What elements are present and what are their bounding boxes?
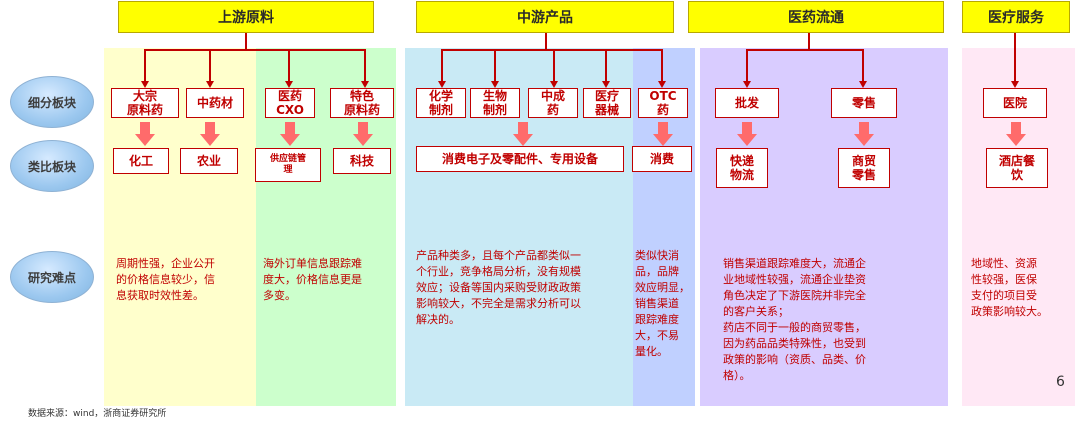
note-medical: 地域性、资源 性较强，医保 支付的项目受 政策影响较大。	[971, 257, 1048, 318]
arrowhead-up-2	[206, 81, 214, 88]
down-arrow-specialty-api	[353, 122, 373, 146]
note-distribution: 销售渠道跟踪难度大，流通企 业地域性较强，流通企业垫资 角色决定了下游医院并非完…	[723, 257, 866, 382]
connector-up-3	[288, 49, 290, 81]
connector-up-1	[144, 49, 146, 81]
segment-tcm-drugs: 中成 药	[528, 88, 578, 118]
analogy-express: 快递 物流	[716, 148, 768, 188]
arrowhead-mid-4	[602, 81, 610, 88]
arrowhead-mid-5	[658, 81, 666, 88]
data-source: 数据来源：wind，浙商证券研究所	[28, 409, 167, 419]
segment-otc: OTC 药	[638, 88, 688, 118]
connector-dist-2	[862, 49, 864, 81]
arrowhead-dist-2	[859, 81, 867, 88]
analogy-consumer: 消费	[632, 146, 692, 172]
connector-mid-2	[494, 49, 496, 81]
note-upstream-overseas: 海外订单信息跟踪难 度大，价格信息更是 多变。	[263, 257, 362, 302]
connector-dist-1	[746, 49, 748, 81]
connector-up-2	[209, 49, 211, 81]
header-distribution: 医药流通	[688, 1, 944, 33]
note-upstream-cycle: 周期性强，企业公开 的价格信息较少，信 息获取时效性差。	[116, 257, 215, 302]
analogy-chemical: 化工	[113, 148, 169, 174]
note-midstream-products: 产品种类多，且每个产品都类似一 个行业，竞争格局分析，没有规模 效应；设备等国内…	[416, 249, 581, 326]
segment-cxo: 医药 CXO	[265, 88, 315, 118]
analogy-consumer-electronics: 消费电子及零配件、专用设备	[416, 146, 624, 172]
segment-bio-drugs: 生物 制剂	[470, 88, 520, 118]
row-label-segment: 细分板块	[10, 76, 94, 128]
connector-mid-3	[553, 49, 555, 81]
row-label-analogy: 类比板块	[10, 140, 94, 192]
down-arrow-retail	[854, 122, 874, 146]
connector-mid-5	[661, 49, 663, 81]
arrowhead-mid-3	[550, 81, 558, 88]
connector-medical-stem	[1014, 33, 1016, 81]
connector-midstream-stem	[545, 33, 547, 50]
down-arrow-midstream	[513, 122, 533, 146]
connector-up-4	[364, 49, 366, 81]
connector-distribution-bar	[746, 49, 864, 51]
segment-hospital: 医院	[983, 88, 1047, 118]
segment-wholesale: 批发	[715, 88, 779, 118]
segment-bulk-api: 大宗 原料药	[111, 88, 179, 118]
header-medical: 医疗服务	[962, 1, 1070, 33]
arrowhead-medical	[1011, 81, 1019, 88]
analogy-tech: 科技	[333, 148, 391, 174]
down-arrow-hospital	[1006, 122, 1026, 146]
arrowhead-mid-2	[491, 81, 499, 88]
page-number: 6	[1056, 374, 1065, 390]
analogy-hotel: 酒店餐 饮	[986, 148, 1048, 188]
segment-specialty-api: 特色 原料药	[330, 88, 394, 118]
arrowhead-up-3	[285, 81, 293, 88]
arrowhead-dist-1	[743, 81, 751, 88]
analogy-agriculture: 农业	[180, 148, 238, 174]
note-midstream-consumer: 类似快消 品，品牌 效应明显， 销售渠道 跟踪难度 大，不易 量化。	[635, 249, 690, 358]
connector-mid-1	[441, 49, 443, 81]
analogy-commerce: 商贸 零售	[838, 148, 890, 188]
connector-mid-4	[605, 49, 607, 81]
down-arrow-cxo	[280, 122, 300, 146]
connector-upstream-stem	[245, 33, 247, 50]
analogy-supply-chain: 供应链管 理	[255, 148, 321, 182]
connector-distribution-stem	[808, 33, 810, 50]
arrowhead-up-4	[361, 81, 369, 88]
down-arrow-tcm	[200, 122, 220, 146]
segment-retail: 零售	[831, 88, 897, 118]
connector-upstream-bar	[144, 49, 366, 51]
segment-tcm: 中药材	[186, 88, 244, 118]
arrowhead-up-1	[141, 81, 149, 88]
down-arrow-bulk-api	[135, 122, 155, 146]
down-arrow-wholesale	[737, 122, 757, 146]
header-upstream: 上游原料	[118, 1, 374, 33]
header-midstream: 中游产品	[416, 1, 674, 33]
row-label-difficulty: 研究难点	[10, 251, 94, 303]
segment-chem-drugs: 化学 制剂	[416, 88, 466, 118]
connector-midstream-bar	[441, 49, 663, 51]
segment-devices: 医疗 器械	[583, 88, 631, 118]
arrowhead-mid-1	[438, 81, 446, 88]
down-arrow-otc	[653, 122, 673, 146]
